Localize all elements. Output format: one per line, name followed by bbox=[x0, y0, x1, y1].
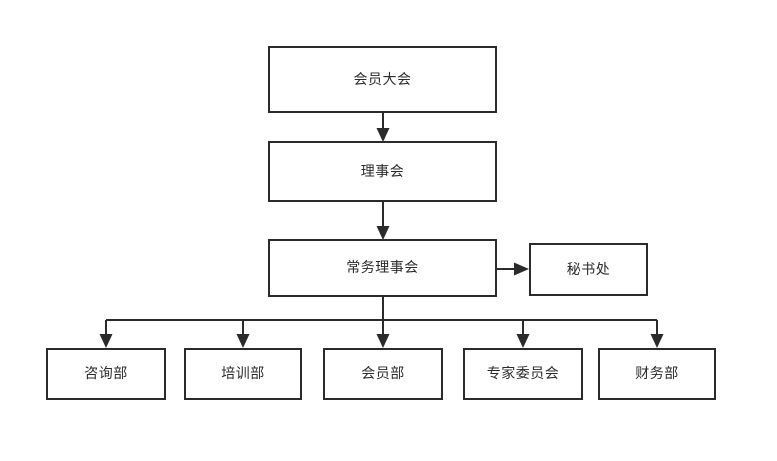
node-consulting-department[interactable]: 咨询部 bbox=[46, 348, 166, 400]
node-membership-department-label: 会员部 bbox=[361, 366, 405, 382]
node-council[interactable]: 理事会 bbox=[268, 141, 497, 202]
edge-standing-to-secretariat bbox=[497, 262, 529, 276]
node-council-label: 理事会 bbox=[360, 163, 405, 180]
node-assembly-label: 会员大会 bbox=[353, 71, 412, 88]
edge-standing-to-departments-bus bbox=[99, 297, 664, 348]
node-standing-council[interactable]: 常务理事会 bbox=[268, 239, 497, 297]
node-expert-committee-label: 专家委员会 bbox=[486, 366, 560, 382]
node-secretariat-label: 秘书处 bbox=[566, 261, 611, 278]
node-secretariat[interactable]: 秘书处 bbox=[529, 243, 648, 296]
node-expert-committee[interactable]: 专家委员会 bbox=[463, 348, 583, 400]
node-training-department-label: 培训部 bbox=[221, 366, 265, 382]
node-finance-department[interactable]: 财务部 bbox=[598, 348, 716, 400]
node-consulting-department-label: 咨询部 bbox=[84, 366, 128, 382]
node-assembly[interactable]: 会员大会 bbox=[268, 46, 497, 113]
node-standing-council-label: 常务理事会 bbox=[346, 260, 419, 276]
node-membership-department[interactable]: 会员部 bbox=[323, 348, 443, 400]
node-training-department[interactable]: 培训部 bbox=[184, 348, 302, 400]
edge-assembly-to-council bbox=[376, 113, 390, 142]
node-finance-department-label: 财务部 bbox=[635, 366, 679, 382]
edge-council-to-standing bbox=[376, 202, 390, 240]
